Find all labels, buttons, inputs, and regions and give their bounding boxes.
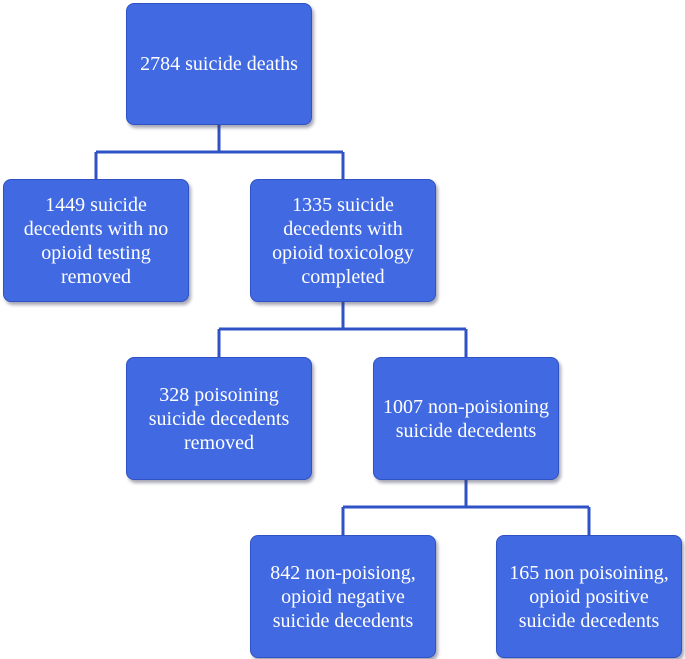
node-total-suicide-deaths: 2784 suicide deaths xyxy=(126,3,312,125)
node-non-poisoning: 1007 non-poisioning suicide decedents xyxy=(373,357,559,480)
node-total-label: 2784 suicide deaths xyxy=(140,53,298,75)
node-no-opioid-testing-removed: 1449 suicide decedents with no opioid te… xyxy=(3,179,189,302)
node-non-poisoning-label: 1007 non-poisioning suicide decedents xyxy=(382,395,550,442)
node-toxicology-completed: 1335 suicide decedents with opioid toxic… xyxy=(250,179,436,302)
node-opioid-positive: 165 non poisoining, opioid positive suic… xyxy=(496,535,682,658)
node-opioid-negative-label: 842 non-poisiong, opioid negative suicid… xyxy=(270,561,416,632)
node-opioid-positive-label: 165 non poisoining, opioid positive suic… xyxy=(509,561,669,632)
node-poisoning-label: 328 poisoining suicide decedents removed xyxy=(148,383,290,454)
node-no-testing-label: 1449 suicide decedents with no opioid te… xyxy=(23,193,169,288)
node-toxicology-label: 1335 suicide decedents with opioid toxic… xyxy=(272,193,414,288)
node-poisoning-removed: 328 poisoining suicide decedents removed xyxy=(126,357,312,480)
node-opioid-negative: 842 non-poisiong, opioid negative suicid… xyxy=(250,535,436,658)
